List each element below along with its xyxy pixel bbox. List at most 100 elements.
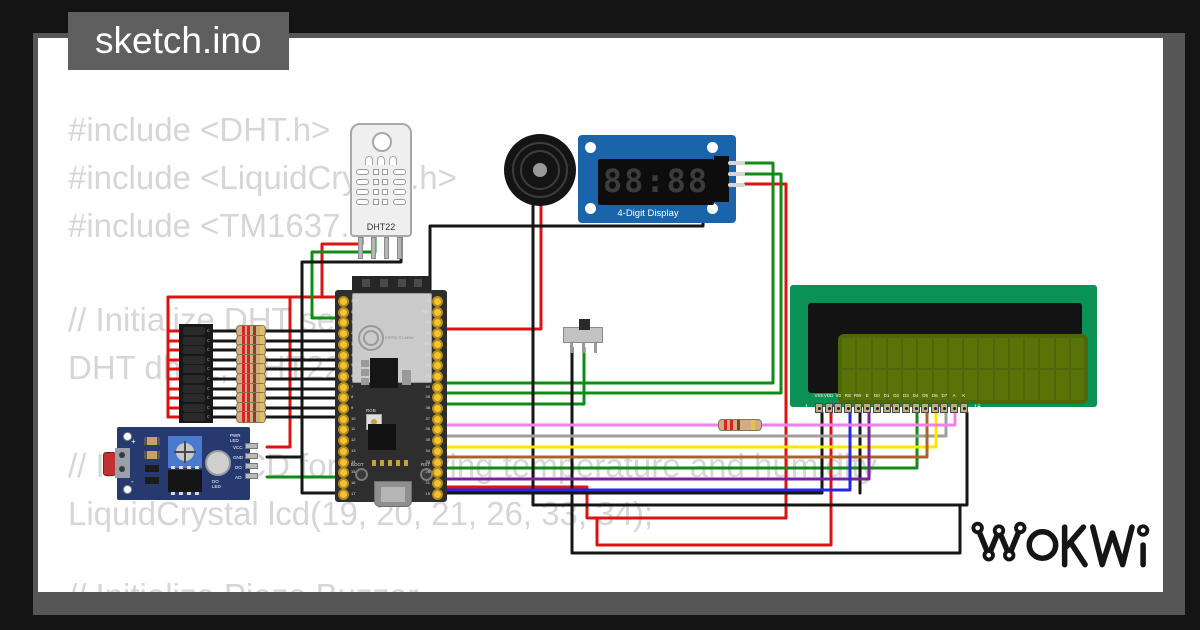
esp-pin: [432, 445, 443, 457]
esp-pin-label: G: [426, 298, 430, 303]
lcd-pin: [950, 403, 959, 413]
trim-potentiometer[interactable]: [168, 436, 202, 468]
ldr-connector: [115, 448, 130, 478]
esp-pin: [432, 296, 443, 307]
lcd-cell: [948, 338, 962, 368]
cathode-mark: c: [207, 357, 210, 363]
dht22-vent: [382, 189, 388, 195]
esp-pin-label: 8: [351, 394, 354, 400]
resistor[interactable]: [236, 411, 266, 423]
esp-pin-label: 26: [425, 469, 430, 475]
tm1637-display[interactable]: 88:88 4-Digit Display: [578, 135, 745, 223]
dht22-sensor[interactable]: DHT22: [350, 123, 412, 259]
ldr-cell: [205, 450, 231, 476]
esp-pin-label: RST: [422, 308, 430, 314]
led[interactable]: [183, 337, 205, 345]
ldr-pin-ao: [245, 473, 258, 479]
switch-pin: [594, 343, 597, 353]
led[interactable]: [183, 356, 205, 364]
dht22-vent: [373, 199, 379, 205]
lcd-pin: [921, 403, 930, 413]
lcd-bezel: [808, 303, 1088, 404]
dht22-pin: [384, 237, 389, 259]
esp-pin-label: 45: [425, 330, 430, 336]
mcu-chip: [368, 424, 396, 450]
esp-pin-label: 34: [425, 447, 430, 453]
esp-pin: [338, 403, 349, 414]
esp-pin-label: 40: [425, 383, 430, 389]
lcd-cell: [1040, 370, 1054, 400]
led[interactable]: [183, 327, 205, 335]
cathode-mark: c: [207, 405, 210, 411]
seven-segment-digits: 88:88: [598, 159, 714, 205]
cathode-mark: c: [207, 328, 210, 334]
antenna-slot: [414, 279, 422, 287]
cathode-mark: c: [207, 386, 210, 392]
smd-part: [145, 477, 159, 484]
esp-pin-label: 12: [351, 437, 356, 443]
esp-pin: [432, 392, 443, 404]
dht22-pin: [371, 237, 376, 259]
led[interactable]: [183, 365, 205, 373]
lcd-pin: [863, 403, 872, 413]
esp-pin: [432, 403, 443, 414]
esp-pin-label: 3V3: [351, 298, 359, 303]
dht22-vent: [365, 156, 373, 165]
lcd-pin: [930, 403, 939, 413]
lcd-cell: [1025, 338, 1039, 368]
switch-knob[interactable]: [579, 319, 590, 330]
esp-pin-label: 7: [351, 383, 354, 389]
led[interactable]: [183, 385, 205, 393]
esp-pin-label: 3: [351, 340, 354, 346]
display-pin: [728, 161, 745, 165]
dht22-vent: [393, 199, 406, 205]
pad: [372, 460, 376, 466]
ldr-pin-vcc: [245, 443, 258, 449]
esp-pin-label: 5: [351, 362, 354, 368]
esp-pin-label: 2: [351, 330, 354, 336]
esp-pin: [338, 381, 349, 393]
lcd-cell: [1070, 370, 1084, 400]
led[interactable]: [183, 394, 205, 402]
esp-pin-label: 42: [425, 362, 430, 368]
dht22-vent: [356, 189, 369, 195]
lcd-cell: [979, 338, 993, 368]
esp-pin: [338, 488, 349, 500]
lcd-pin: [843, 403, 852, 413]
lcd-pin: [911, 403, 920, 413]
backlight-resistor[interactable]: [718, 419, 762, 431]
lcd1602-display[interactable]: [790, 285, 1097, 407]
esp-pin: [432, 338, 443, 350]
led[interactable]: [183, 375, 205, 383]
antenna: [352, 276, 430, 292]
esp-pin-label: 38: [425, 405, 430, 410]
esp-pin: [432, 456, 443, 468]
mount-hole: [707, 142, 718, 153]
piezo-buzzer[interactable]: [504, 134, 576, 206]
dht22-vent: [373, 179, 379, 185]
pwr-led-label: PWR LED: [230, 433, 241, 443]
lcd-cell: [1009, 370, 1023, 400]
esp-pin: [432, 360, 443, 372]
code-line: #include <TM1637.h>: [68, 207, 388, 244]
esp-pin: [432, 328, 443, 340]
lcd-cell: [842, 338, 856, 368]
sketch-tab[interactable]: sketch.ino: [68, 12, 289, 70]
esp-pin-label: 1: [351, 319, 354, 325]
esp-pin: [338, 435, 349, 447]
code-line: // Initialize Piezo Buzzer: [68, 577, 418, 592]
lcd-pin: [853, 403, 862, 413]
do-label: DO: [235, 465, 242, 470]
lcd-cell: [994, 338, 1008, 368]
led[interactable]: [183, 346, 205, 354]
led[interactable]: [183, 413, 205, 421]
lcd-pin-label: K: [962, 393, 966, 398]
slide-switch[interactable]: [563, 319, 603, 353]
esp-pin-label: 14: [351, 458, 356, 464]
led[interactable]: [183, 404, 205, 412]
lcd-cell: [979, 370, 993, 400]
ldr-sensor-module[interactable]: + - PWR LED VCC GND DO AO DO LED: [103, 427, 258, 500]
esp-pin: [338, 392, 349, 404]
esp-pin-label: 13: [351, 447, 356, 453]
